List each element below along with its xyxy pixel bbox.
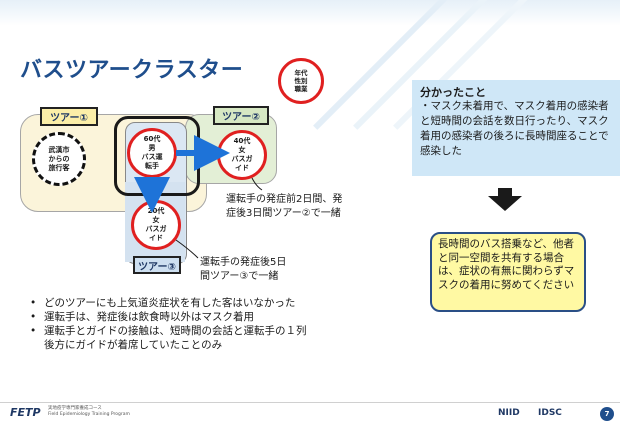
tour2-tag: ツアー② bbox=[213, 106, 269, 125]
bullet-item: 運転手は、発症後は飲食時以外はマスク着用 bbox=[30, 310, 410, 324]
fetp-logo: FETP bbox=[10, 406, 41, 419]
tour2-note-connector bbox=[251, 177, 263, 191]
driver-circle: 60代 男 バス運 転手 bbox=[127, 128, 177, 178]
bullet-item: どのツアーにも上気道炎症状を有した客はいなかった bbox=[30, 296, 410, 310]
findings-title: 分かったこと bbox=[420, 86, 486, 99]
findings-body: ・マスク未着用で、マスク着用の感染者と短時間の会話を数日行ったり、マスク着用の感… bbox=[420, 100, 609, 157]
fetp-subtitle: 実地疫学専門家養成コース Field Epidemiology Training… bbox=[48, 406, 130, 417]
footer-divider bbox=[0, 402, 620, 403]
down-arrow-head-icon bbox=[488, 196, 522, 211]
tour3-note-connector bbox=[175, 239, 199, 259]
findings-box bbox=[412, 80, 620, 176]
tour3-note: 運転手の発症後5日 間ツアー③で一緒 bbox=[200, 257, 287, 282]
tour1-tag: ツアー① bbox=[40, 107, 98, 126]
legend-circle-label: 年代 性別 職業 bbox=[294, 69, 308, 93]
down-arrow-icon bbox=[498, 188, 512, 196]
page-number: 7 bbox=[600, 407, 614, 421]
index-group-circle: 武漢市 からの 旅行客 bbox=[32, 132, 86, 186]
tour3-tag: ツアー③ bbox=[133, 256, 181, 274]
bullet-list: どのツアーにも上気道炎症状を有した客はいなかった 運転手は、発症後は飲食時以外は… bbox=[30, 296, 410, 352]
legend-circle: 年代 性別 職業 bbox=[278, 58, 324, 104]
recommendation-box: 長時間のバス搭乗など、他者と同一空間を共有する場合は、症状の有無に関わらずマスク… bbox=[430, 232, 586, 312]
driver-label: 60代 男 バス運 転手 bbox=[141, 135, 163, 170]
slide-title: バスツアークラスター bbox=[20, 58, 244, 83]
niid-logo: NIID bbox=[498, 408, 520, 418]
bullet-item: 運転手とガイドの接触は、短時間の会話と運転手の１列 後方にガイドが着席していたこ… bbox=[30, 324, 410, 352]
tour2-note: 運転手の発症前2日間、発 症後3日間ツアー②で一緒 bbox=[226, 194, 343, 219]
guide40-label: 40代 女 バスガ イド bbox=[231, 137, 253, 172]
idsc-logo: IDSC bbox=[538, 408, 562, 418]
index-group-label: 武漢市 からの 旅行客 bbox=[48, 145, 70, 172]
